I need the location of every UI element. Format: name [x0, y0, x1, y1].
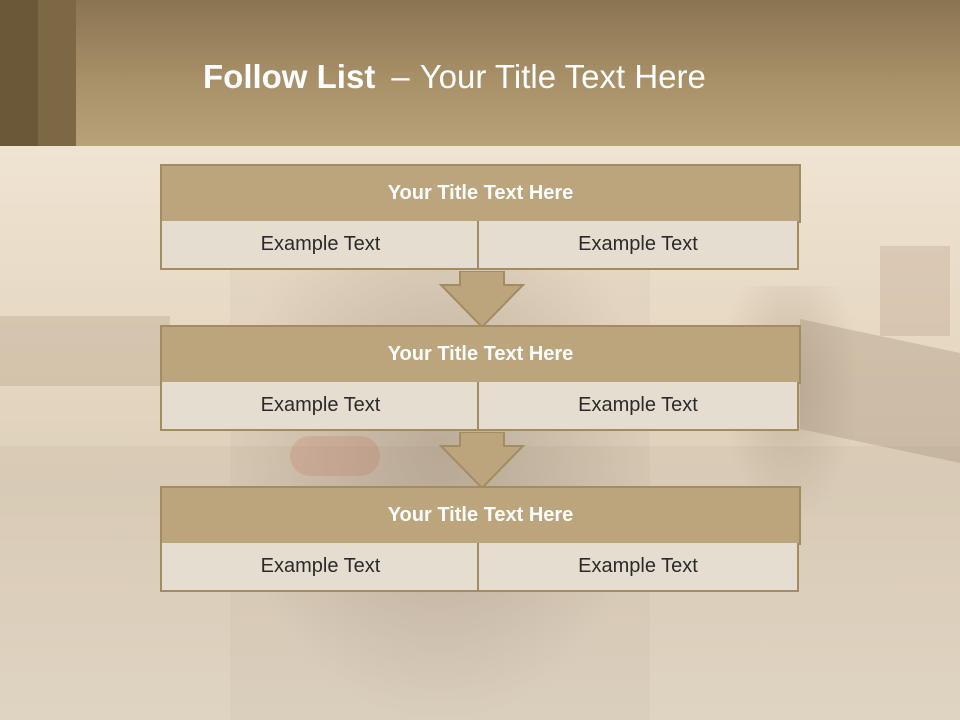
- photo-shelf: [880, 246, 950, 336]
- step-cell-right: Example Text: [477, 382, 799, 431]
- step-cell-right: Example Text: [477, 543, 799, 592]
- step-title: Your Title Text Here: [160, 325, 801, 384]
- photo-workbench-left: [0, 316, 170, 386]
- step-title: Your Title Text Here: [160, 164, 801, 223]
- header-accent-strip: [38, 0, 76, 146]
- photo-tool: [290, 436, 380, 476]
- page-title-separator: –: [391, 58, 410, 95]
- page-title-rest: Your Title Text Here: [419, 58, 706, 95]
- step-cell-left: Example Text: [160, 543, 481, 592]
- arrow-down-icon: [439, 432, 525, 490]
- step-cell-left: Example Text: [160, 221, 481, 270]
- header-band: Follow List–Your Title Text Here: [0, 0, 960, 146]
- page-title: Follow List–Your Title Text Here: [203, 54, 706, 100]
- header-accent-strip: [0, 0, 38, 146]
- step-title: Your Title Text Here: [160, 486, 801, 545]
- page-title-bold: Follow List: [203, 58, 376, 95]
- arrow-down-icon: [439, 271, 525, 329]
- step-cell-left: Example Text: [160, 382, 481, 431]
- step-cell-right: Example Text: [477, 221, 799, 270]
